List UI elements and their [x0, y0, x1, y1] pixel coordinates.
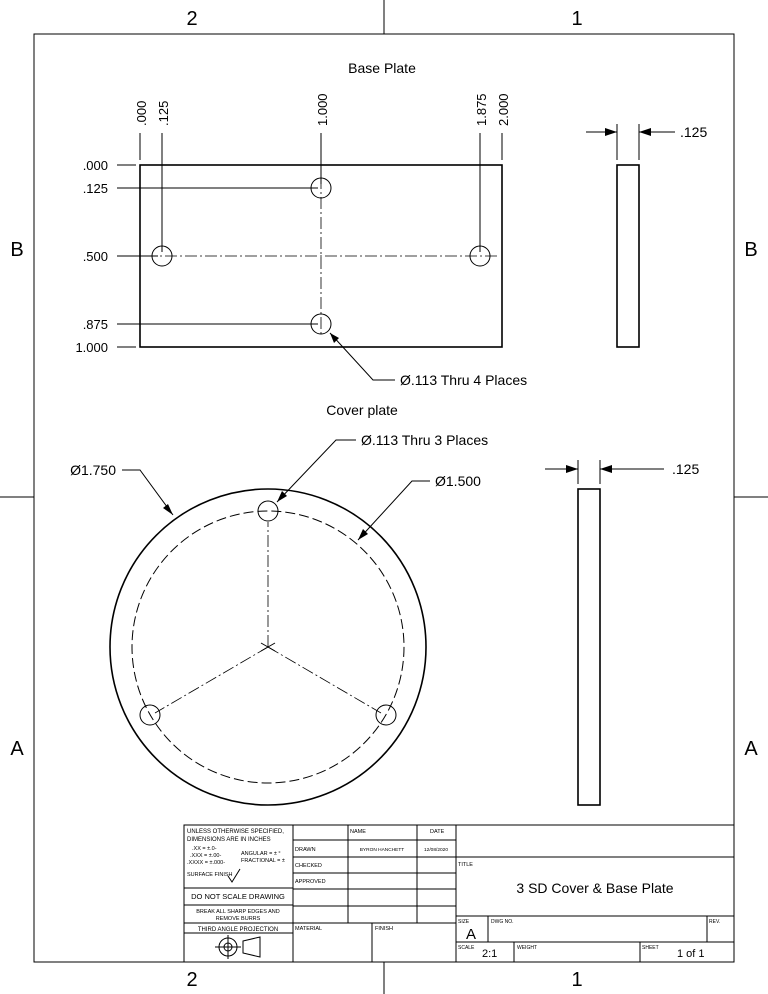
tb-size-label: SIZE	[458, 919, 470, 925]
zone-label-left-A: A	[10, 738, 24, 760]
tb-weight-label: WEIGHT	[517, 945, 537, 951]
tb-sheet-label: SHEET	[642, 945, 659, 951]
tb-title-label: TITLE	[458, 862, 473, 868]
base-hole-leader	[329, 332, 395, 381]
y-ordinate-label: 1.000	[75, 340, 108, 355]
surface-finish-check-icon	[227, 868, 241, 883]
tb-drawn-date: 12/08/2020	[424, 847, 448, 853]
bolt-circle-leader	[357, 480, 430, 541]
leader-arrowhead	[277, 491, 287, 502]
x-ordinate-label: 2.000	[496, 93, 511, 126]
center-mark	[260, 642, 276, 652]
tb-name-header: NAME	[350, 829, 366, 835]
outer-diameter-label: Ø1.750	[70, 462, 116, 478]
tb-burrs: BREAK ALL SHARP EDGES AND	[196, 909, 279, 915]
cover-plate-outer-circle	[109, 488, 427, 806]
base-side-thickness: .125	[680, 124, 707, 140]
cover-plate-hole	[257, 500, 279, 522]
tb-sheet: 1 of 1	[677, 948, 705, 960]
tb-projection: THIRD ANGLE PROJECTION	[198, 927, 278, 933]
x-ordinate-label: .000	[134, 101, 149, 126]
sheet-border	[33, 33, 735, 963]
tb-surface-finish: SURFACE FINISH	[187, 872, 233, 878]
radial-centerline	[267, 646, 382, 714]
cover-hole-callout: Ø.113 Thru 3 Places	[361, 432, 488, 448]
tb-finish-label: FINISH	[375, 926, 393, 932]
tb-tolerance: .XXX = ±.00-	[190, 853, 221, 859]
x-ordinate-label: 1.875	[474, 93, 489, 126]
tb-dwg-no-label: DWG NO.	[491, 919, 514, 925]
cover-hole-leader	[276, 439, 356, 503]
tb-tolerance: .XXXX = ±.000-	[187, 860, 225, 866]
tb-checked-label: CHECKED	[295, 863, 322, 869]
tb-rev-label: REV.	[709, 919, 720, 925]
tb-approved-label: APPROVED	[295, 879, 326, 885]
tb-tolerance: .XX = ±.0-	[192, 846, 217, 852]
tb-scale: 2:1	[482, 948, 497, 960]
zone-label-right-A: A	[744, 738, 758, 760]
zone-label-right-B: B	[744, 239, 757, 261]
base-plate-title: Base Plate	[348, 60, 416, 76]
zone-label-top-1: 1	[571, 8, 582, 30]
x-ordinate-label: 1.000	[315, 93, 330, 126]
dimension-arrowhead	[566, 465, 578, 473]
cover-plate-bolt-circle	[131, 510, 405, 784]
tb-size: A	[466, 926, 476, 943]
cover-plate-title: Cover plate	[326, 402, 398, 418]
tb-title: 3 SD Cover & Base Plate	[516, 880, 673, 896]
tb-note: UNLESS OTHERWISE SPECIFIED,	[187, 829, 284, 835]
leader-arrowhead	[163, 504, 173, 515]
dimension-arrowhead	[639, 128, 651, 136]
outer-diameter-leader	[122, 469, 174, 516]
title-block: UNLESS OTHERWISE SPECIFIED, DIMENSIONS A…	[183, 824, 735, 963]
cover-plate-side-view	[577, 488, 601, 806]
tb-material-label: MATERIAL	[295, 926, 322, 932]
title-block-frame	[183, 824, 735, 963]
cover-plate-hole	[375, 704, 397, 726]
leader-arrowhead	[330, 333, 339, 343]
tb-burrs: REMOVE BURRS	[216, 916, 261, 922]
tb-fractional: FRACTIONAL = ±	[241, 858, 285, 864]
cover-plate-hole	[139, 704, 161, 726]
zone-label-left-B: B	[10, 239, 23, 261]
zone-label-bottom-2: 2	[186, 969, 197, 991]
tb-angular: ANGULAR = ± °	[241, 851, 281, 857]
x-ordinate-label: .125	[156, 101, 171, 126]
leader-arrowhead	[358, 529, 368, 540]
tb-date-header: DATE	[430, 829, 445, 835]
dimension-arrowhead	[600, 465, 612, 473]
base-plate-side-view	[616, 164, 640, 348]
tb-scale-label: SCALE	[458, 945, 475, 951]
tb-no-scale: DO NOT SCALE DRAWING	[191, 892, 285, 901]
tb-note: DIMENSIONS ARE IN INCHES	[187, 837, 271, 843]
third-angle-projection-icon	[215, 935, 261, 959]
tb-drawn-name: BYRON HANCHETT	[360, 847, 405, 853]
y-ordinate-label: .500	[83, 249, 108, 264]
y-ordinate-label: .000	[83, 158, 108, 173]
cover-side-thickness: .125	[672, 461, 699, 477]
dimension-arrowhead	[605, 128, 617, 136]
base-hole-callout: Ø.113 Thru 4 Places	[400, 372, 527, 388]
zone-label-bottom-1: 1	[571, 969, 582, 991]
y-ordinate-label: .875	[83, 317, 108, 332]
bolt-circle-label: Ø1.500	[435, 473, 481, 489]
radial-centerline	[154, 646, 269, 714]
y-ordinate-label: .125	[83, 181, 108, 196]
zone-label-top-2: 2	[186, 8, 197, 30]
tb-drawn-label: DRAWN	[295, 847, 316, 853]
